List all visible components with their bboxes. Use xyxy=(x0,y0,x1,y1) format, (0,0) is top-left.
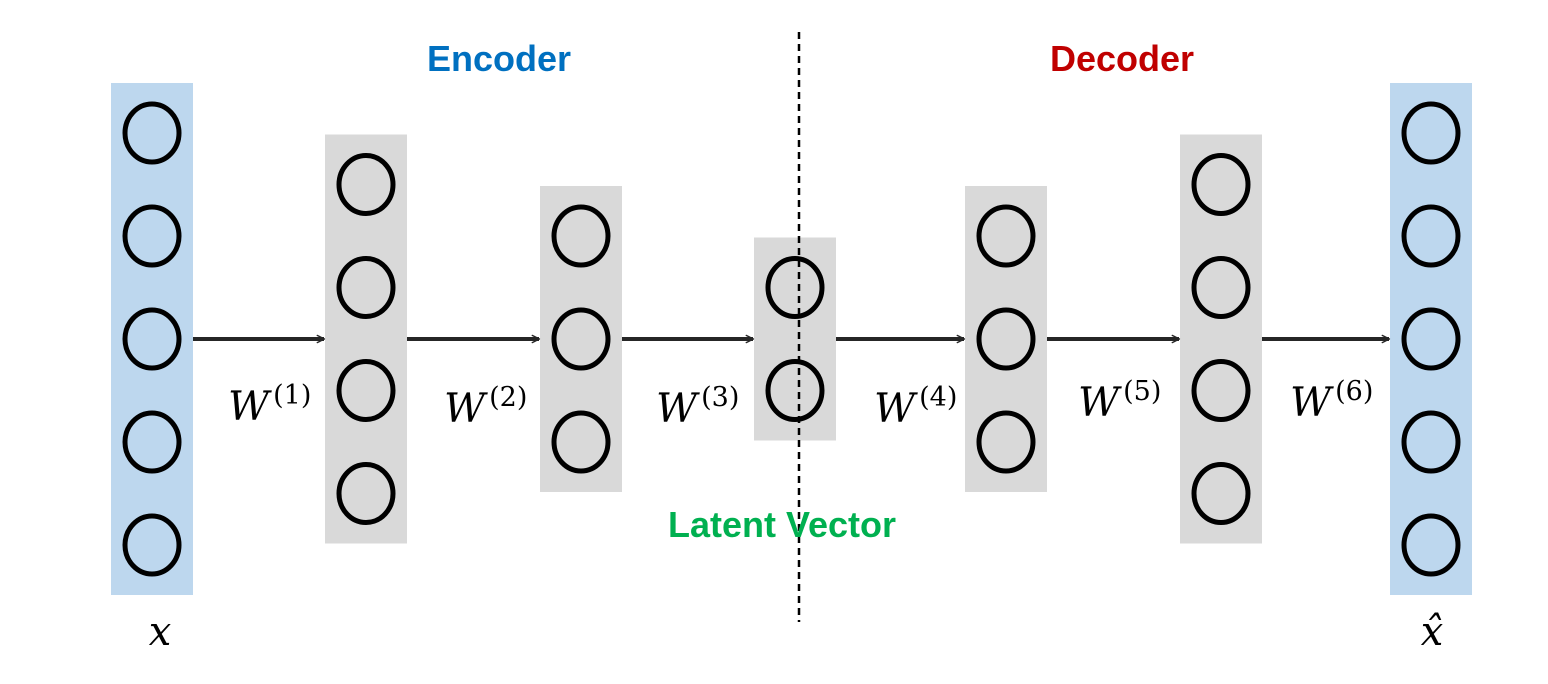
neuron-node xyxy=(976,204,1036,268)
layers xyxy=(111,83,1472,595)
neuron-node xyxy=(1191,256,1251,319)
neuron-node xyxy=(976,307,1036,371)
neuron-node xyxy=(336,256,396,319)
neuron-node xyxy=(122,101,182,165)
neuron-node xyxy=(1191,359,1251,422)
layer-hidden-5 xyxy=(1180,134,1262,544)
neuron-node xyxy=(336,359,396,422)
weight-label-1: W(1) xyxy=(228,380,311,430)
neuron-node xyxy=(1401,204,1461,268)
neuron-node xyxy=(1401,101,1461,165)
neuron-node xyxy=(765,256,825,319)
weight-label-5: W(5) xyxy=(1078,376,1161,426)
layer-hidden-1 xyxy=(325,134,407,544)
neuron-node xyxy=(976,410,1036,474)
output-label: x̂ xyxy=(1421,609,1444,655)
neuron-node xyxy=(1191,462,1251,525)
neuron-node xyxy=(336,153,396,216)
weight-label-4: W(4) xyxy=(874,382,957,432)
layer-output xyxy=(1390,83,1472,595)
neuron-node xyxy=(551,410,611,474)
encoder-title: Encoder xyxy=(427,38,571,79)
weight-labels: W(1) W(2) W(3) W(4) W(5) W(6) xyxy=(228,376,1373,432)
layer-latent xyxy=(754,237,836,441)
decoder-title: Decoder xyxy=(1050,38,1194,79)
weight-label-3: W(3) xyxy=(656,382,739,432)
neuron-node xyxy=(551,307,611,371)
input-label: x xyxy=(149,609,172,655)
weight-label-2: W(2) xyxy=(444,382,527,432)
neuron-node xyxy=(122,513,182,577)
neuron-node xyxy=(122,307,182,371)
layer-hidden-4 xyxy=(965,186,1047,492)
neuron-node xyxy=(122,204,182,268)
neuron-node xyxy=(1191,153,1251,216)
neuron-node xyxy=(551,204,611,268)
layer-hidden-2 xyxy=(540,186,622,492)
neuron-node xyxy=(1401,307,1461,371)
neuron-node xyxy=(1401,513,1461,577)
layer-input xyxy=(111,83,193,595)
neuron-node xyxy=(336,462,396,525)
neuron-node xyxy=(122,410,182,474)
weight-label-6: W(6) xyxy=(1290,376,1373,426)
latent-vector-title: Latent Vector xyxy=(668,504,896,545)
neuron-node xyxy=(1401,410,1461,474)
neuron-node xyxy=(765,359,825,422)
